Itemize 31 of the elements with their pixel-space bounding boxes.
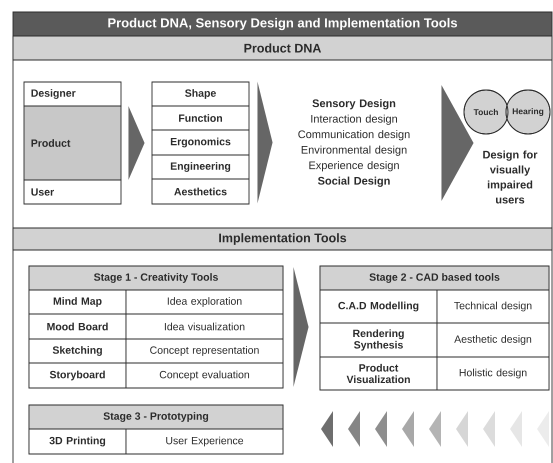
table-cell: User <box>24 180 122 204</box>
table-cell: C.A.D Modelling <box>320 290 438 324</box>
chevron-arrow <box>441 85 474 201</box>
table-cell: Rendering Synthesis <box>320 322 438 358</box>
table-cell: Engineering <box>152 154 250 180</box>
table-cell: Idea visualization <box>126 314 284 340</box>
table-cell: Aesthetic design <box>436 322 550 358</box>
table-cell: User Experience <box>126 428 284 454</box>
caption-text: Design for visually impaired users <box>483 150 538 204</box>
title-bar: Product DNA, Sensory Design and Implementation Tools <box>12 12 552 36</box>
table-cell: Idea exploration <box>126 290 284 314</box>
table-cell: Mind Map <box>28 290 126 314</box>
table-cell: 3D Printing <box>28 428 126 454</box>
table-cell: Function <box>152 106 250 130</box>
chevron-arrow <box>293 267 309 387</box>
table-cell: Shape <box>152 82 250 106</box>
table-cell: Product Visualization <box>320 356 438 390</box>
table-cell: Ergonomics <box>152 130 250 156</box>
product-box: Product <box>24 106 122 180</box>
table-cell: Concept evaluation <box>126 362 284 388</box>
table-cell: Concept representation <box>126 338 284 364</box>
chevron-arrow <box>128 106 145 180</box>
table-cell: Holistic design <box>436 356 550 390</box>
table-cell: Aesthetics <box>152 178 250 204</box>
table-cell: Technical design <box>436 290 550 324</box>
table-cell: Designer <box>24 82 122 106</box>
table-cell: Storyboard <box>28 362 126 388</box>
chevron-arrow <box>257 82 273 204</box>
design-list: Sensory Design Interaction design Communication design Environmental design Experience design Social Design <box>298 99 410 187</box>
table-cell: Sketching <box>28 338 126 364</box>
table-cell: Mood Board <box>28 314 126 340</box>
